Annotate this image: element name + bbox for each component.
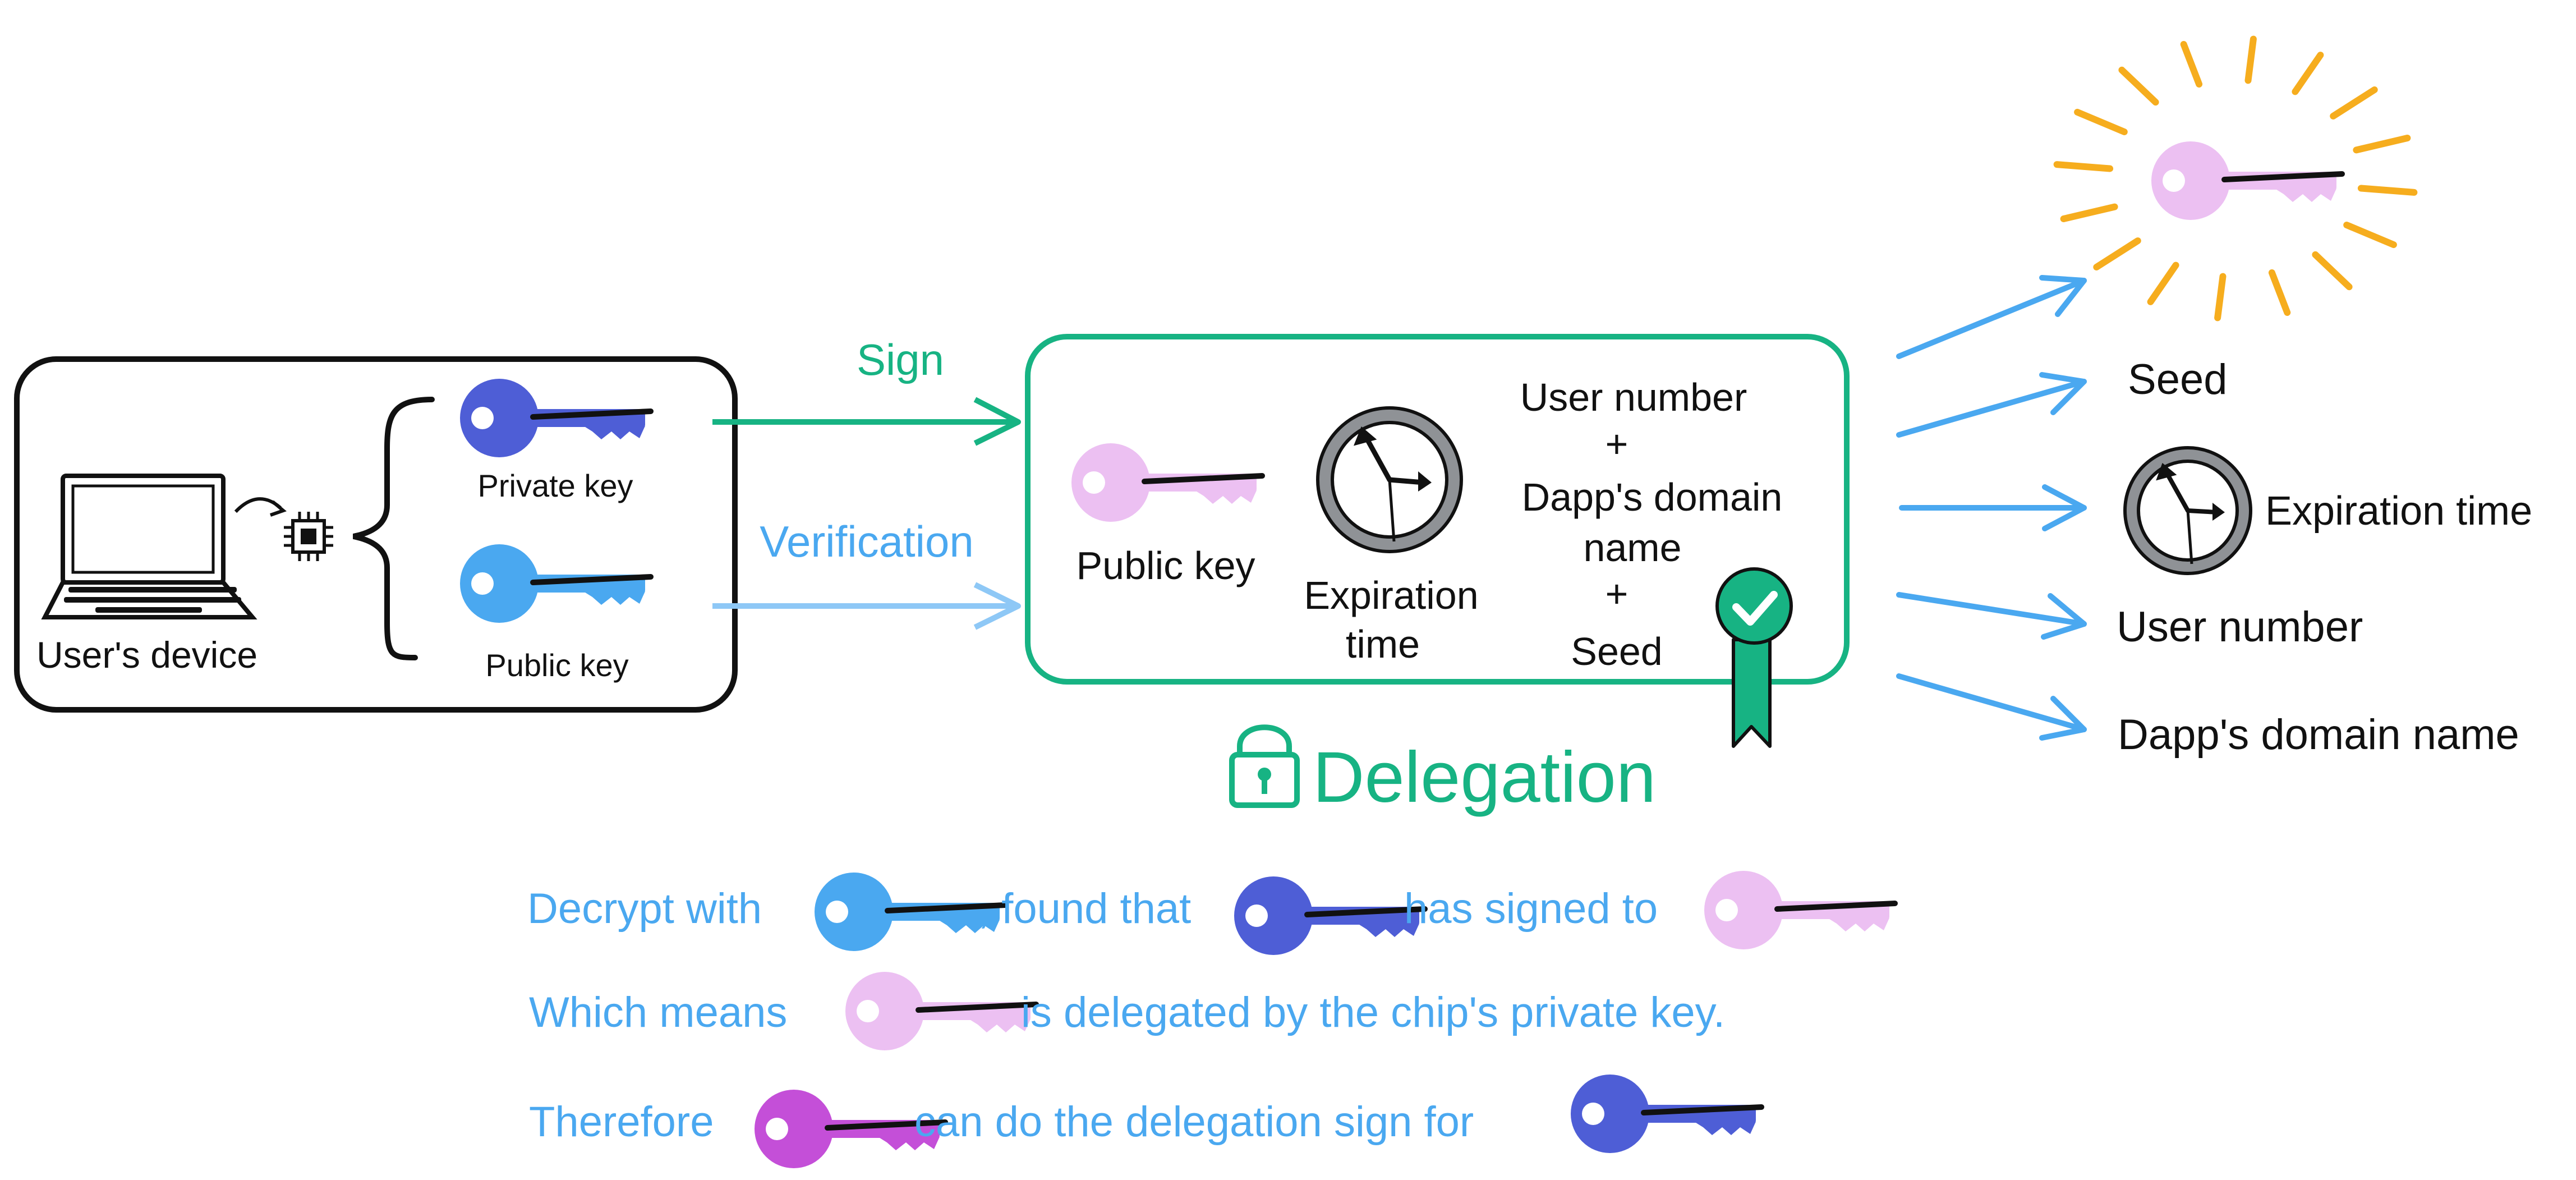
certificate-badge-icon: [1715, 567, 1793, 748]
line1-public-key-icon: [815, 873, 1005, 951]
sign-arrowhead: [973, 397, 1021, 446]
field-plus-2: +: [1606, 572, 1629, 616]
clock-icon: [1316, 406, 1463, 553]
verification-arrowhead: [973, 582, 1021, 630]
chip-icon: [284, 512, 333, 561]
user-device-box: [14, 356, 738, 713]
sun-ray: [2180, 41, 2203, 88]
sun-ray: [2312, 251, 2353, 291]
private-key-label: Private key: [478, 468, 633, 503]
line2-delegation-key-icon: [845, 972, 1036, 1050]
sun-ray: [2268, 269, 2291, 316]
line1-delegation-key-icon: [1704, 871, 1895, 949]
line1-part2: , found that: [978, 885, 1191, 933]
lock-icon: [1229, 724, 1300, 808]
sun-ray: [2053, 161, 2114, 172]
output-seed: Seed: [2128, 356, 2228, 403]
sun-ray: [2357, 185, 2418, 196]
key-pair-brace: [352, 397, 435, 660]
sun-ray: [2330, 86, 2378, 120]
line3-part1: Therefore: [529, 1098, 714, 1146]
output-domain-name: Dapp's domain name: [2118, 711, 2519, 759]
output-user-number: User number: [2117, 603, 2363, 651]
field-plus-1: +: [1606, 422, 1629, 466]
output-expiration: Expiration time: [2265, 489, 2532, 534]
device-to-chip-arrowhead: [270, 500, 287, 517]
sun-ray: [2353, 135, 2411, 154]
field-domain-line2: name: [1583, 526, 1681, 570]
seed-key-icon: [2151, 141, 2342, 220]
sun-ray: [2074, 108, 2128, 135]
sign-label: Sign: [857, 335, 944, 384]
line1-private-key-icon: [1234, 876, 1425, 955]
sun-rays: [2053, 35, 2418, 322]
public-key-icon: [460, 544, 651, 623]
sun-ray: [2244, 35, 2257, 84]
line3-part2: can do the delegation sign for: [914, 1098, 1474, 1146]
field-user-number: User number: [1520, 375, 1747, 419]
line1-part3: has signed to: [1404, 885, 1658, 933]
line1-part1: Decrypt with: [527, 885, 762, 933]
verification-label: Verification: [760, 517, 974, 566]
sun-ray: [2214, 273, 2227, 322]
explanation: Decrypt with , found that has signed to …: [527, 871, 1895, 1168]
laptop-icon: [41, 474, 257, 619]
field-domain-line1: Dapp's domain: [1522, 475, 1783, 519]
sun-ray: [2060, 203, 2118, 222]
delegation-public-key-label: Public key: [1076, 544, 1255, 587]
line2-part2: is delegated by the chip's private key.: [1021, 989, 1725, 1036]
delegation-box: [1025, 334, 1850, 685]
sun-ray: [2292, 52, 2324, 95]
sun-ray: [2093, 237, 2141, 270]
delegation-public-key-icon: [1071, 443, 1262, 522]
field-seed: Seed: [1571, 630, 1662, 673]
expiration-line1: Expiration: [1304, 573, 1478, 617]
sun-ray: [2147, 261, 2179, 305]
line3-private-key-icon: [1571, 1075, 1761, 1153]
line2-part1: Which means: [529, 989, 787, 1036]
output-clock-icon: [2123, 446, 2252, 575]
delegation-title: Delegation: [1313, 737, 1656, 818]
sun-ray: [2118, 66, 2159, 106]
sun-ray: [2343, 222, 2397, 249]
user-device-label: User's device: [36, 634, 257, 676]
expiration-line2: time: [1346, 622, 1420, 666]
private-key-icon: [460, 379, 651, 457]
output-arrows: [1896, 275, 2087, 741]
public-key-label: Public key: [485, 648, 628, 683]
